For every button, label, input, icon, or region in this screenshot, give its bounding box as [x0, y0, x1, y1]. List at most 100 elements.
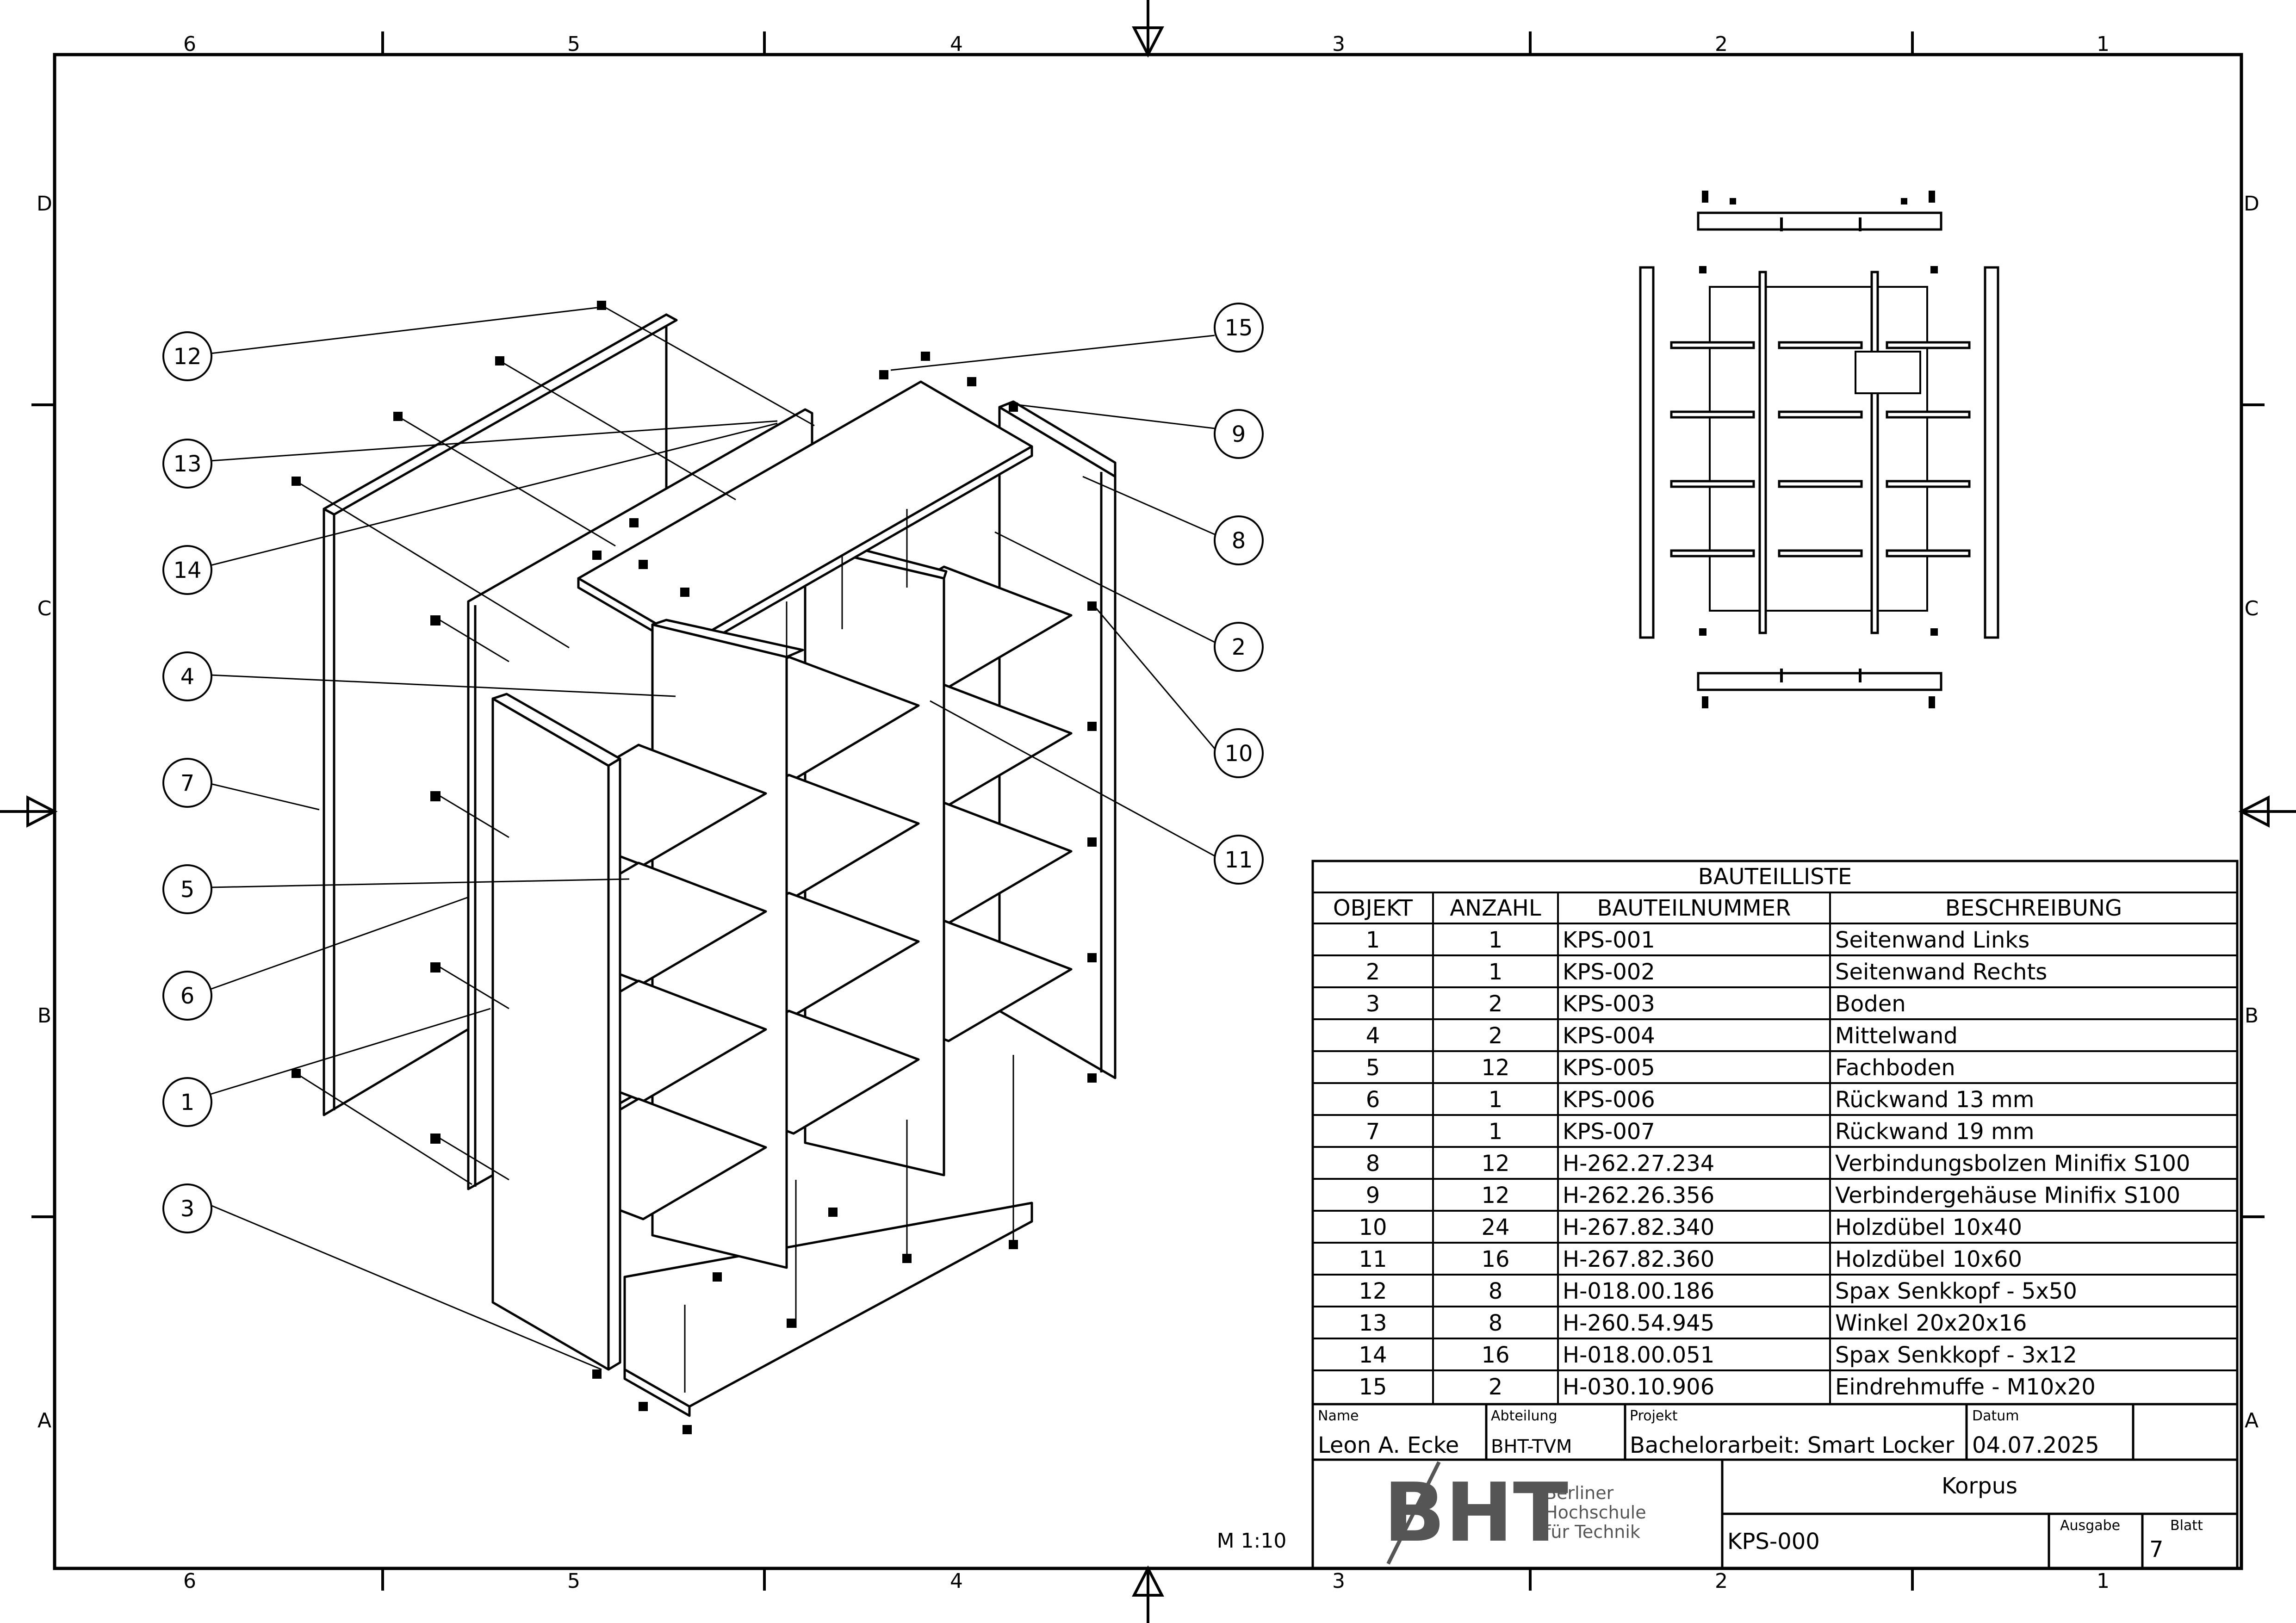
callout-number: 2	[1232, 634, 1246, 660]
part-quantity: 8	[1489, 1278, 1503, 1304]
part-description: Spax Senkkopf - 3x12	[1835, 1342, 2077, 1368]
callout-number: 8	[1232, 528, 1246, 554]
callout-bubbles: 12 13 14 4 7 5 6 1 3 15 9 8 2 10 11	[162, 303, 1264, 1233]
callout-number: 9	[1232, 421, 1246, 447]
part-description: Verbindungsbolzen Minifix S100	[1835, 1151, 2190, 1177]
department-value: BHT-TVM	[1491, 1436, 1572, 1457]
drawing-title: Korpus	[1942, 1473, 2017, 1499]
title-block: Name Leon A. Ecke Abteilung BHT-TVM Proj…	[1311, 1403, 2239, 1570]
callout-number: 14	[173, 558, 201, 583]
zone-column-label: 4	[950, 1569, 963, 1593]
part-number: KPS-002	[1563, 959, 1655, 985]
callout-number: 3	[180, 1196, 195, 1222]
part-number: KPS-005	[1563, 1055, 1655, 1081]
callout-bubble: 15	[1214, 303, 1264, 353]
project-label: Projekt	[1630, 1408, 1678, 1424]
part-quantity: 24	[1481, 1214, 1509, 1240]
part-description: Winkel 20x20x16	[1835, 1310, 2027, 1336]
part-quantity: 12	[1481, 1183, 1509, 1208]
part-object-number: 2	[1366, 959, 1380, 985]
zone-column-label: 5	[567, 1569, 580, 1593]
part-object-number: 6	[1366, 1087, 1380, 1113]
part-object-number: 10	[1359, 1214, 1387, 1240]
part-description: Holzdübel 10x60	[1835, 1246, 2022, 1272]
part-quantity: 2	[1489, 1023, 1503, 1049]
zone-column-label: 3	[1332, 1569, 1345, 1593]
column-header: BESCHREIBUNG	[1945, 895, 2122, 921]
callout-bubble: 10	[1214, 728, 1264, 778]
part-quantity: 16	[1481, 1342, 1509, 1368]
zone-row-label: D	[37, 192, 52, 216]
part-number: KPS-004	[1563, 1023, 1655, 1049]
part-number: H-267.82.340	[1563, 1214, 1714, 1240]
callout-bubble: 1	[162, 1077, 212, 1127]
column-header: ANZAHL	[1450, 895, 1541, 921]
zone-row-label: C	[2245, 597, 2259, 620]
part-number: H-018.00.186	[1563, 1278, 1714, 1304]
part-number: H-267.82.360	[1563, 1246, 1714, 1272]
callout-bubble: 9	[1214, 409, 1264, 459]
callout-leaders	[210, 307, 1216, 1370]
zone-column-label: 1	[2097, 32, 2110, 56]
bht-logo-line: für Technik	[1545, 1522, 1640, 1542]
callout-bubble: 12	[162, 331, 212, 381]
zone-column-label: 3	[1332, 32, 1345, 56]
zone-column-label: 2	[1715, 1569, 1728, 1593]
part-quantity: 2	[1489, 1374, 1503, 1400]
part-object-number: 1	[1366, 927, 1380, 953]
callout-number: 13	[173, 451, 201, 477]
part-description: Holzdübel 10x40	[1835, 1214, 2022, 1240]
column-header: OBJEKT	[1333, 895, 1413, 921]
project-value: Bachelorarbeit: Smart Locker	[1630, 1432, 1955, 1458]
scale-label: M 1:10	[1217, 1529, 1287, 1553]
callout-bubble: 2	[1214, 622, 1264, 672]
part-description: Boden	[1835, 991, 1906, 1017]
part-object-number: 8	[1366, 1151, 1380, 1177]
part-number: KPS-003	[1563, 991, 1655, 1017]
part-object-number: 15	[1359, 1374, 1387, 1400]
callout-number: 5	[180, 877, 195, 903]
callout-bubble: 14	[162, 545, 212, 595]
callout-bubble: 5	[162, 864, 212, 914]
zone-row-label: B	[2245, 1004, 2259, 1028]
part-description: Verbindergehäuse Minifix S100	[1835, 1183, 2180, 1208]
callout-number: 1	[180, 1090, 195, 1115]
part-quantity: 1	[1489, 1087, 1503, 1113]
zone-column-label: 2	[1715, 32, 1728, 56]
front-view-fasteners	[1699, 191, 1938, 708]
column-header: BAUTEILNUMMER	[1597, 895, 1791, 921]
part-quantity: 12	[1481, 1055, 1509, 1081]
zone-column-label: 4	[950, 32, 963, 56]
drawing-number: KPS-000	[1727, 1529, 1820, 1555]
callout-number: 11	[1224, 847, 1253, 873]
bht-logo-mark: BHT	[1384, 1466, 1568, 1560]
part-description: Spax Senkkopf - 5x50	[1835, 1278, 2077, 1304]
exploded-isometric-view	[292, 301, 1117, 1434]
part-quantity: 12	[1481, 1151, 1509, 1177]
part-object-number: 3	[1366, 991, 1380, 1017]
zone-column-label: 6	[183, 1569, 196, 1593]
part-number: H-262.27.234	[1563, 1151, 1714, 1177]
part-number: H-260.54.945	[1563, 1310, 1714, 1336]
part-number: KPS-006	[1563, 1087, 1655, 1113]
parts-list-title: BAUTEILLISTE	[1698, 864, 1852, 890]
edition-label: Ausgabe	[2060, 1518, 2120, 1534]
part-description: Mittelwand	[1835, 1023, 1958, 1049]
zone-row-label: B	[37, 1004, 51, 1028]
callout-bubble: 7	[162, 758, 212, 808]
part-object-number: 5	[1366, 1055, 1380, 1081]
callout-bubble: 4	[162, 651, 212, 701]
part-quantity: 1	[1489, 927, 1503, 953]
part-number: KPS-007	[1563, 1119, 1655, 1145]
name-label: Name	[1318, 1408, 1359, 1424]
zone-column-label: 1	[2097, 1569, 2110, 1593]
